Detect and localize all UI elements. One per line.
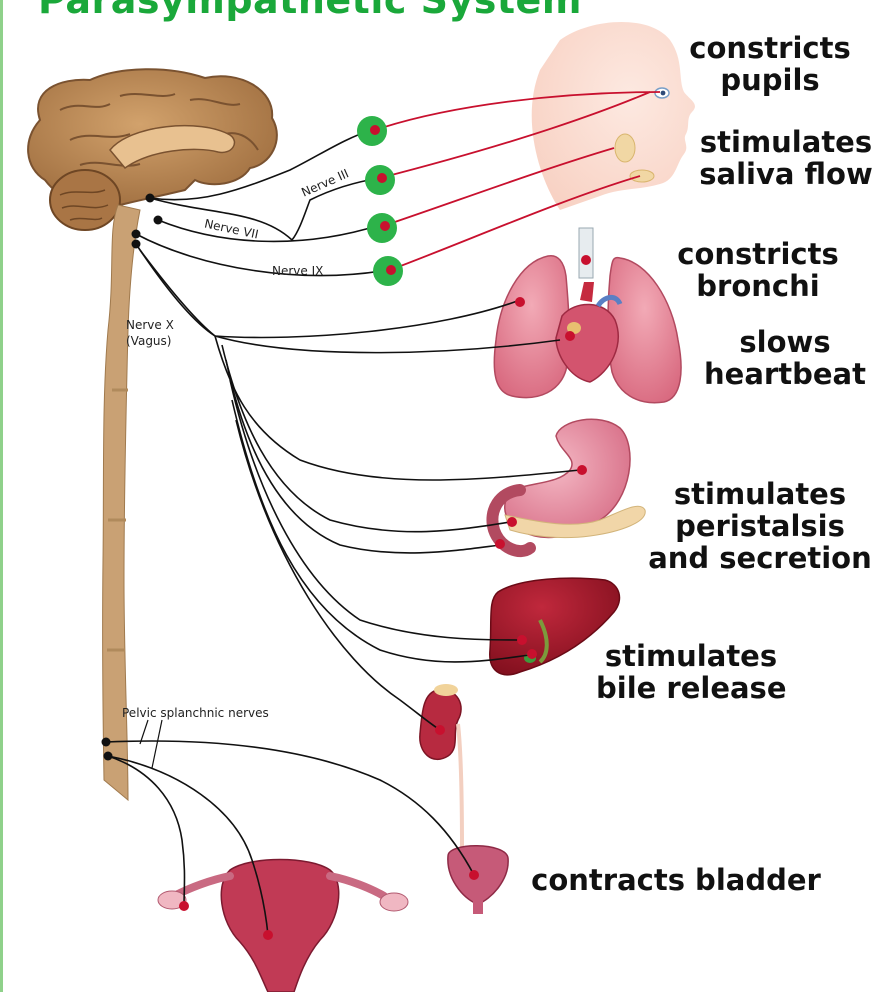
uterus-icon [158, 860, 408, 992]
brain-icon [28, 69, 277, 230]
bladder-icon [448, 846, 508, 914]
nerve-x-label: Nerve X [126, 318, 174, 332]
preganglionic-nerves [106, 130, 580, 935]
stomach-icon [492, 419, 645, 551]
diagram-title: Parasympathetic System [38, 0, 582, 22]
effect-bladder: contracts bladder [522, 864, 830, 896]
pupil-icon [661, 91, 666, 96]
ganglia [357, 116, 403, 286]
pelvic-splanchnic-label: Pelvic splanchnic nerves [122, 706, 269, 720]
face-profile [532, 22, 695, 210]
nerve-x-vagus-label: (Vagus) [126, 334, 171, 348]
nerve-ix-label: Nerve IX [272, 264, 323, 278]
kidney-icon [420, 684, 462, 850]
